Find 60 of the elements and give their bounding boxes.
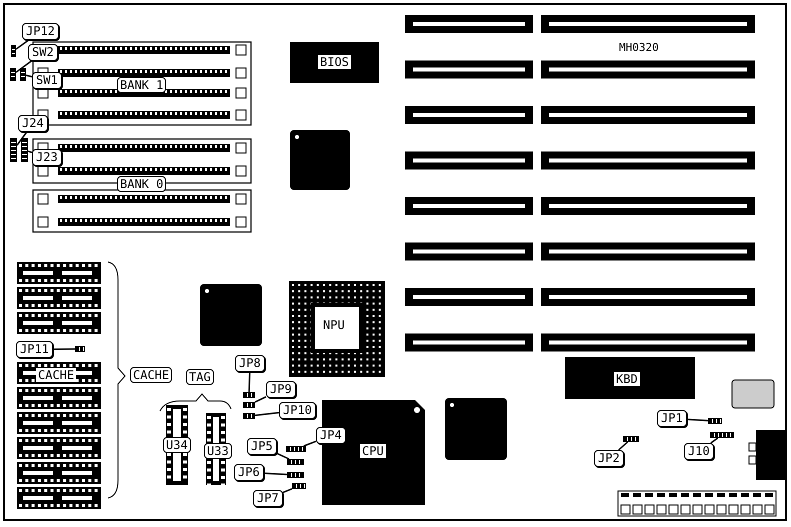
jumper-pins [710,432,734,438]
jumper-pins [708,418,722,424]
callout-label: JP5 [247,438,277,455]
part-label: KBD [614,372,640,386]
jumper-pins [287,459,304,465]
part-label: NPU [321,318,347,332]
jumper-pins [243,413,255,419]
callout-label: JP1 [657,410,687,427]
leader-line [53,348,75,350]
leader-line [28,150,32,154]
leader-line [16,39,30,50]
part-label: U34 [163,437,191,453]
jumper-pins [292,483,306,489]
part-label: CACHE [130,367,172,383]
callout-label: J10 [684,443,714,460]
leader-line [248,372,250,392]
part-label: CPU [360,444,386,458]
callout-label: JP7 [253,490,283,507]
leader-line [686,418,708,422]
leader-line [16,60,32,73]
leader-line [618,441,628,451]
part-label: U33 [204,443,232,459]
leader-line [16,132,28,146]
leader-line [710,437,718,444]
callout-label: SW2 [28,44,58,61]
callout-label: JP8 [235,355,265,372]
leader-line [254,412,280,416]
jumper-pins [287,472,304,478]
callout-label: JP10 [279,402,316,419]
jumper-pins [243,392,255,398]
part-label: BANK 1 [117,77,166,93]
jumper-pins [10,68,16,81]
leader-line [254,396,266,403]
callout-label: JP6 [234,464,264,481]
jumper-pins [623,436,639,442]
leader-line [26,74,32,78]
board-model-number: MH0320 [618,41,660,55]
jumper-pins [243,402,255,408]
leader-line [304,440,316,447]
leader-line [264,472,288,476]
leader-line [282,488,292,494]
part-label: CACHE [36,368,76,382]
callout-label: JP12 [22,23,59,40]
callout-label: J24 [18,115,48,132]
jumper-pins [11,45,16,57]
leader-line [276,452,290,460]
callout-label: JP9 [266,381,296,398]
jumper-pins [286,446,306,452]
jumper-pins [10,138,17,162]
callout-label: JP11 [16,341,53,358]
callout-label: J23 [32,149,62,166]
jumper-pins [21,138,28,162]
part-label: BIOS [318,55,351,69]
callout-label: SW1 [32,72,62,89]
callout-label: JP4 [316,427,346,444]
jumper-pins [75,346,85,352]
part-label: TAG [186,369,214,385]
callout-label: JP2 [594,450,624,467]
jumper-pins [20,68,26,81]
part-label: BANK 0 [117,176,166,192]
